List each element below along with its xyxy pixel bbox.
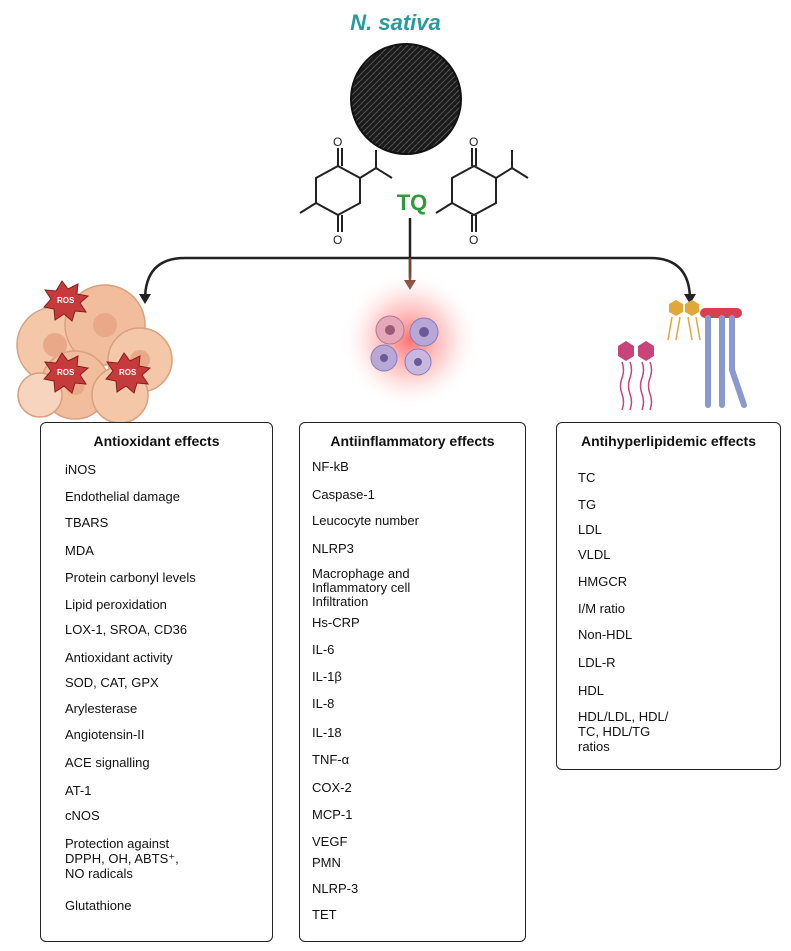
list-item: SOD, CAT, GPX [65, 675, 159, 690]
list-item: MDA [65, 543, 94, 558]
list-item: Macrophage and Inflammatory cell Infiltr… [312, 566, 411, 609]
antihyperlipidemic-panel: Antihyperlipidemic effects [556, 422, 781, 770]
svg-text:ROS: ROS [119, 368, 137, 377]
list-item: VEGF [312, 834, 348, 849]
panel-title: Antiinflammatory effects [330, 433, 495, 449]
list-item: IL-18 [312, 725, 342, 740]
molecule-icon [299, 148, 393, 232]
list-item: HDL/LDL, HDL/ TC, HDL/TG ratios [578, 709, 669, 754]
molecule-icon [435, 148, 529, 232]
list-item: iNOS [65, 462, 97, 477]
list-item: Glutathione [65, 898, 132, 913]
list-item: IL-1β [312, 669, 342, 684]
svg-text:O: O [333, 233, 342, 247]
list-item: LDL-R [578, 655, 616, 670]
list-item: TC [578, 470, 596, 485]
list-item: AT-1 [65, 783, 92, 798]
list-item: TET [312, 907, 337, 922]
list-item: Lipid peroxidation [65, 597, 167, 612]
list-item: NF-kB [312, 459, 349, 474]
list-item: TNF-α [312, 752, 350, 767]
species-title: N. sativa [350, 10, 441, 35]
list-item: cNOS [65, 808, 100, 823]
list-item: Endothelial damage [65, 489, 180, 504]
svg-text:ROS: ROS [57, 368, 75, 377]
list-item: TG [578, 497, 597, 512]
cell-cluster-icon [16, 284, 173, 424]
svg-text:O: O [469, 233, 478, 247]
list-item: MCP-1 [312, 807, 353, 822]
lipid-molecule-icon [618, 300, 747, 411]
list-item: I/M ratio [578, 601, 625, 616]
list-item: Arylesterase [65, 701, 138, 716]
list-item: NLRP3 [312, 541, 354, 556]
list-item: Antioxidant activity [65, 650, 173, 665]
list-item: LOX-1, SROA, CD36 [65, 622, 188, 637]
antioxidant-panel: Antioxidant effects [40, 422, 273, 942]
list-item: IL-8 [312, 696, 335, 711]
list-item: PMN [312, 855, 341, 870]
list-item: Caspase-1 [312, 487, 375, 502]
list-item: Non-HDL [578, 627, 633, 642]
list-item: HDL [578, 683, 605, 698]
inflammatory-cells-icon [340, 270, 480, 410]
list-item: NLRP-3 [312, 881, 359, 896]
compound-label: TQ [396, 190, 428, 215]
panel-title: Antioxidant effects [93, 433, 220, 449]
list-item: HMGCR [578, 574, 628, 589]
list-item: COX-2 [312, 780, 352, 795]
list-item: VLDL [578, 547, 611, 562]
list-item: LDL [578, 522, 602, 537]
svg-text:ROS: ROS [57, 296, 75, 305]
list-item: Hs-CRP [312, 615, 360, 630]
list-item: Leucocyte number [312, 513, 419, 528]
list-item: Angiotensin-II [65, 727, 145, 742]
list-item: Protection against DPPH, OH, ABTS⁺, NO r… [65, 836, 179, 881]
antiinflammatory-panel: Antiinflammatory effects [299, 422, 526, 942]
list-item: Protein carbonyl levels [65, 570, 196, 585]
svg-text:O: O [469, 135, 478, 149]
list-item: ACE signalling [65, 755, 150, 770]
panel-title: Antihyperlipidemic effects [580, 433, 757, 449]
list-item: IL-6 [312, 642, 335, 657]
seed-icon [350, 43, 462, 155]
ros-burst-icon [43, 280, 152, 394]
svg-text:O: O [333, 135, 342, 149]
list-item: TBARS [65, 515, 109, 530]
